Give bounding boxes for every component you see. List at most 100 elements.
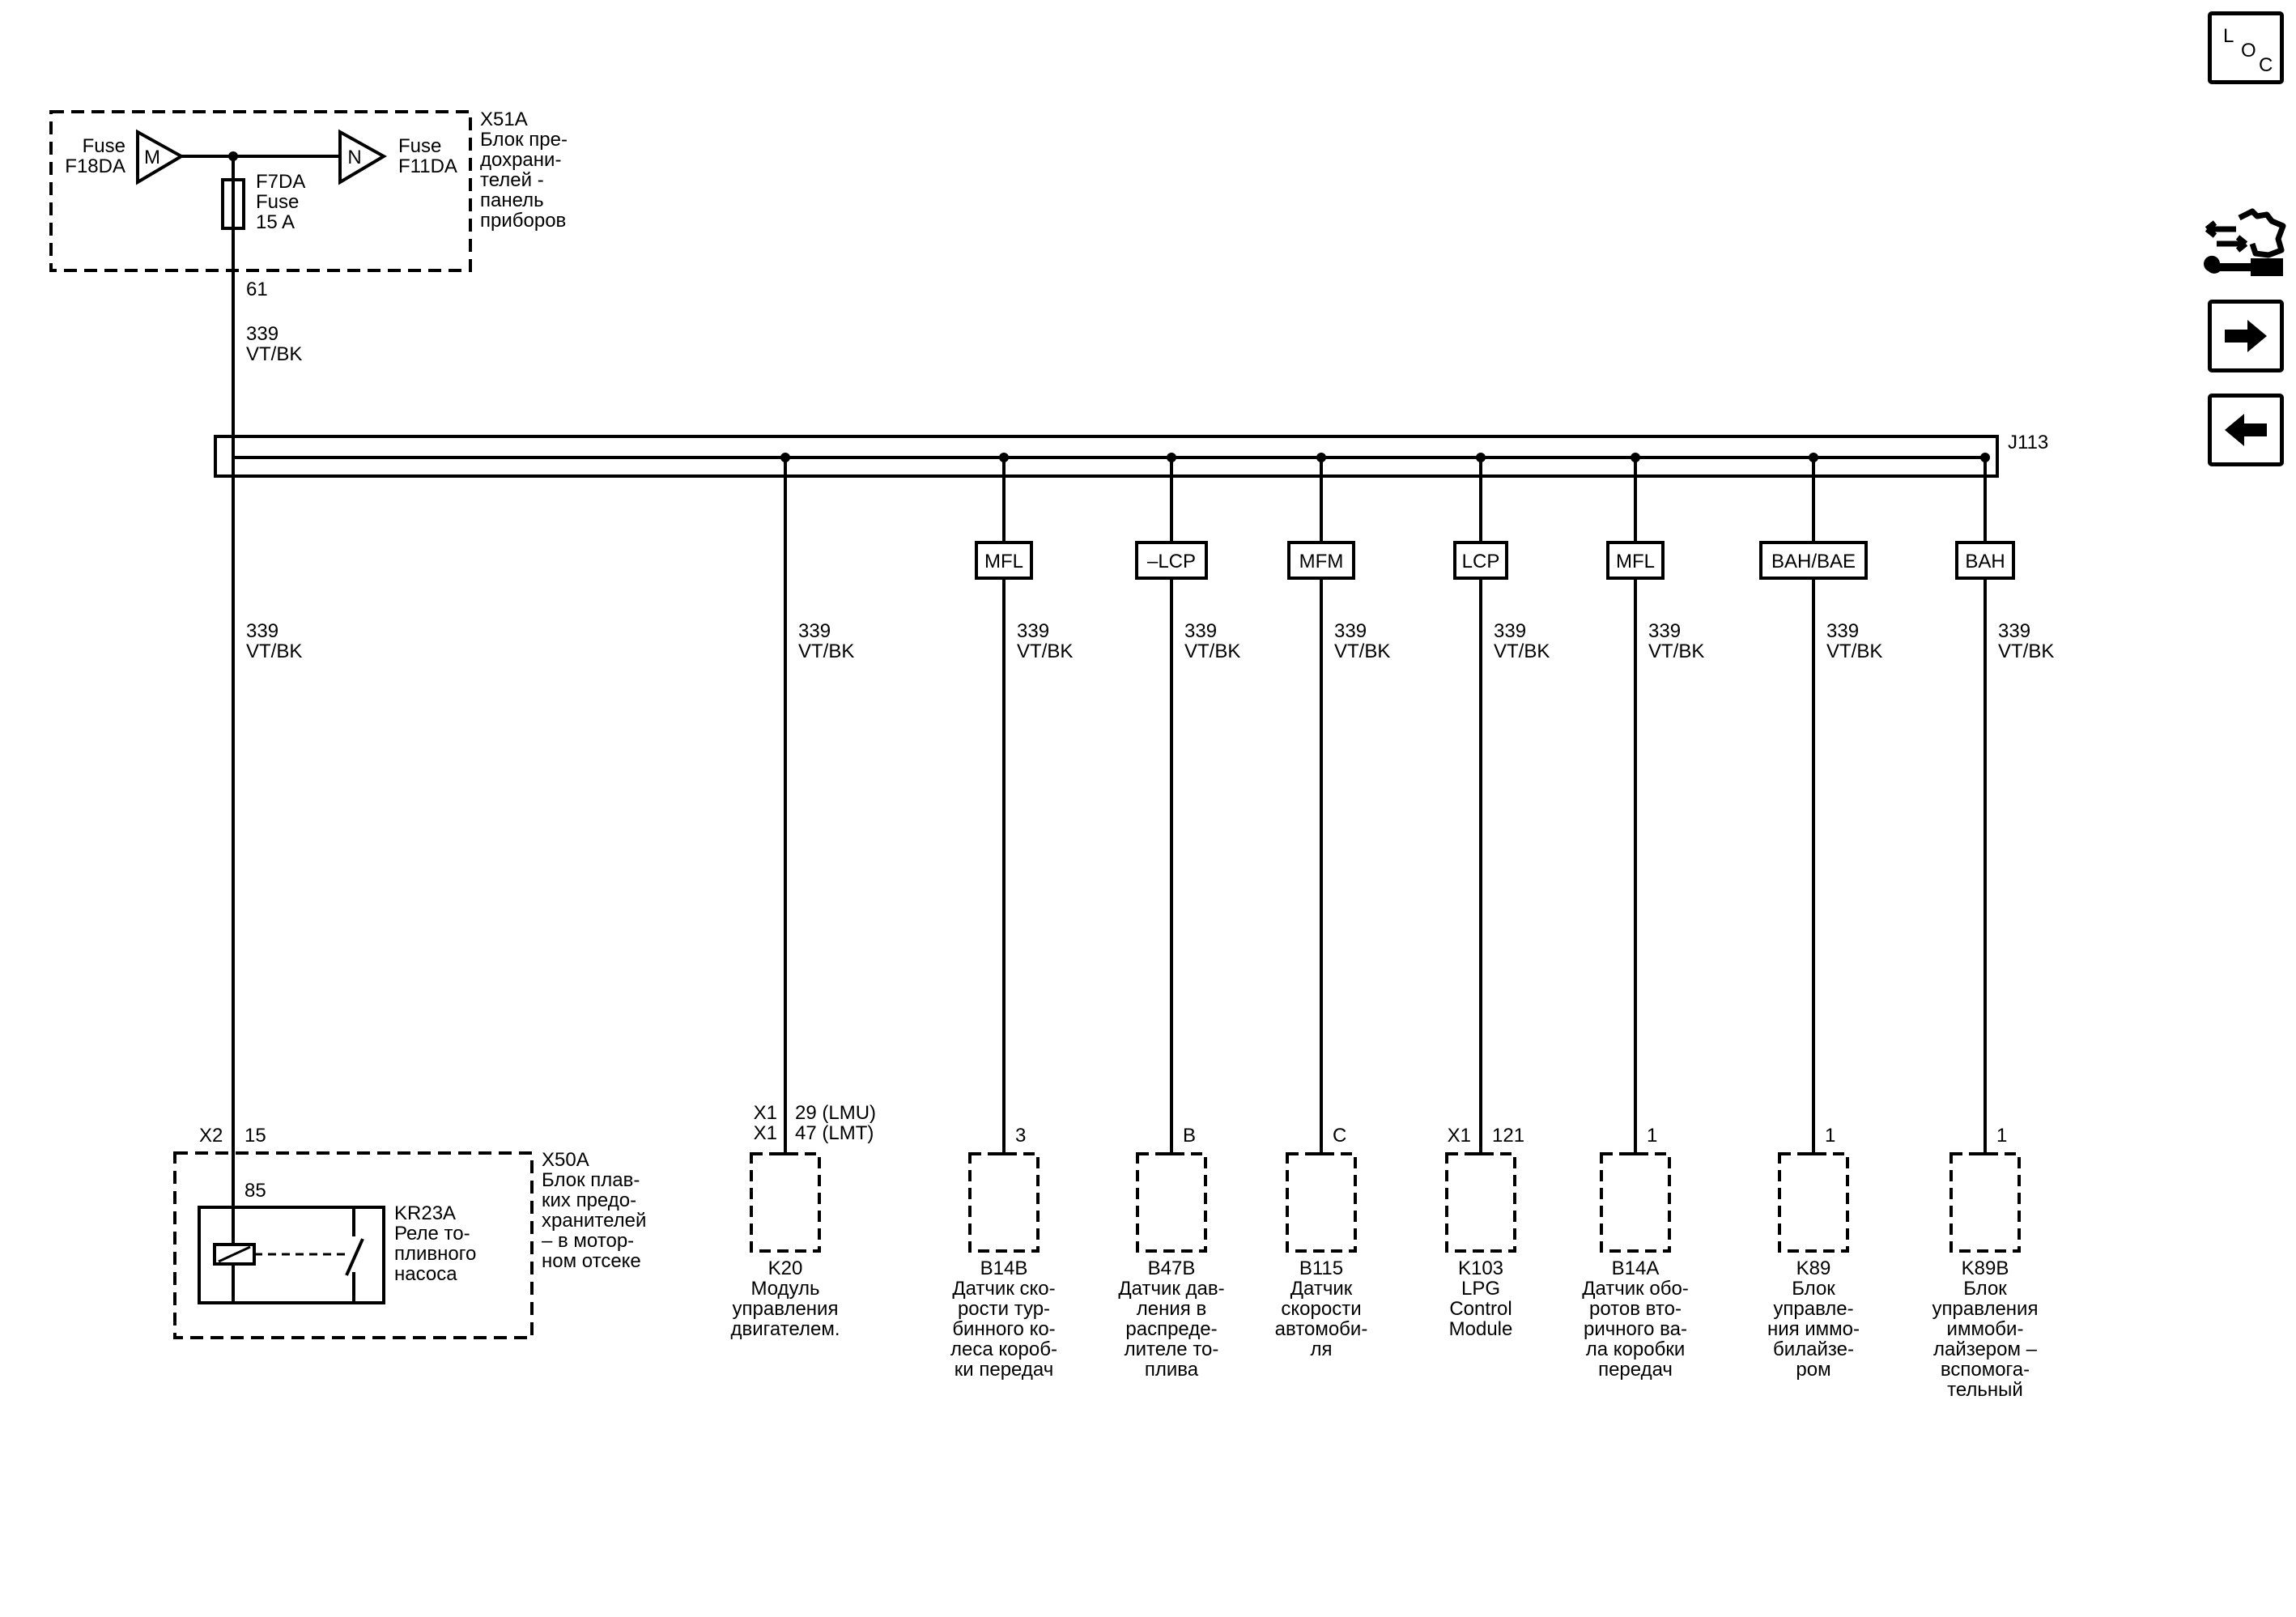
relay-desc-3: насоса bbox=[394, 1263, 457, 1285]
fuse-block-outline bbox=[49, 110, 472, 272]
component-id: K20 bbox=[768, 1257, 803, 1279]
component-desc-line: вспомога- bbox=[1941, 1359, 2030, 1381]
branch-color: VT/BK bbox=[1184, 640, 1240, 662]
component-desc-line: скорости bbox=[1281, 1298, 1361, 1320]
k20-pin-label-2: X1 bbox=[754, 1122, 777, 1144]
branch-circuit: 339 bbox=[1494, 620, 1526, 642]
component-desc-line: Блок bbox=[1963, 1278, 2007, 1300]
relay-block-desc-3: хранителей bbox=[542, 1210, 646, 1232]
branch-color: VT/BK bbox=[246, 640, 302, 662]
arrow-right-icon bbox=[2225, 320, 2267, 352]
component-desc-line: передач bbox=[1598, 1359, 1673, 1381]
location-button[interactable]: L O C bbox=[2208, 11, 2284, 84]
fuse-block-desc-5: приборов bbox=[480, 210, 566, 232]
right-fuse-label-2: F11DA bbox=[398, 155, 457, 177]
component-outline bbox=[1136, 1152, 1207, 1253]
fuse-f7da-label-3: 15 A bbox=[256, 211, 295, 233]
component-id: K103 bbox=[1458, 1257, 1503, 1279]
branch-circuit: 339 bbox=[1648, 620, 1681, 642]
branch-pin: C bbox=[1333, 1125, 1346, 1147]
branch-circuit: 339 bbox=[1826, 620, 1859, 642]
branch-color: VT/BK bbox=[798, 640, 854, 662]
component-desc-line: Датчик ско- bbox=[952, 1278, 1055, 1300]
repair-info-icon[interactable] bbox=[2204, 206, 2288, 287]
component-desc-line: ния иммо- bbox=[1767, 1318, 1860, 1340]
relay-connector-label: X2 bbox=[199, 1125, 223, 1147]
relay-desc-2: пливного bbox=[394, 1243, 476, 1265]
bus-connector-m-letter: M bbox=[144, 147, 160, 168]
forward-button[interactable] bbox=[2208, 300, 2284, 372]
fuse-block-desc-1: Блок пре- bbox=[480, 129, 568, 151]
component-id: B14B bbox=[980, 1257, 1028, 1279]
fuse-block-pin: 61 bbox=[246, 279, 268, 300]
branch-color: VT/BK bbox=[1494, 640, 1550, 662]
bus-connector-n-letter: N bbox=[347, 147, 361, 168]
fuse-block-desc-2: дохрани- bbox=[480, 149, 561, 171]
component-desc-line: лителе то- bbox=[1125, 1338, 1219, 1360]
loc-letter-l: L bbox=[2223, 25, 2234, 47]
k20-pin-value-2: 47 (LMT) bbox=[795, 1122, 874, 1144]
option-tag-label: –LCP bbox=[1147, 551, 1196, 572]
relay-kr23a-outline bbox=[198, 1206, 385, 1304]
branch-wires: 339VT/BK339VT/BKMFL339VT/BK3–LCP339VT/BK… bbox=[232, 453, 2054, 1303]
bus-connector-m-icon bbox=[136, 129, 185, 185]
component-desc-line: лайзером – bbox=[1933, 1338, 2038, 1360]
component-desc-line: управления bbox=[1932, 1298, 2039, 1320]
loc-letter-o: O bbox=[2241, 40, 2256, 62]
component-outline bbox=[1600, 1152, 1671, 1253]
component-desc-line: Датчик bbox=[1290, 1278, 1353, 1300]
option-tag-label: MFL bbox=[1616, 551, 1655, 572]
option-tag-label: LCP bbox=[1462, 551, 1500, 572]
k20-pin-value-1: 29 (LMU) bbox=[795, 1102, 876, 1124]
component-desc-line: плива bbox=[1145, 1359, 1199, 1381]
branch-circuit: 339 bbox=[246, 620, 278, 642]
component-desc-line: распреде- bbox=[1125, 1318, 1217, 1340]
option-tag-label: MFM bbox=[1299, 551, 1344, 572]
component-desc-line: иммоби- bbox=[1947, 1318, 2024, 1340]
component-desc-line: ричного ва- bbox=[1584, 1318, 1687, 1340]
relay-block-id: X50A bbox=[542, 1149, 589, 1171]
back-button[interactable] bbox=[2208, 394, 2284, 466]
component-desc-line: тельный bbox=[1947, 1379, 2023, 1401]
component-desc-line: рости тур- bbox=[958, 1298, 1050, 1320]
relay-pin-label: 85 bbox=[244, 1180, 266, 1202]
relay-desc-1: Реле то- bbox=[394, 1223, 470, 1245]
splice-pack-j113: J113 bbox=[214, 432, 2048, 478]
component-desc-line: LPG bbox=[1461, 1278, 1500, 1300]
fuse-f7da-label-2: Fuse bbox=[256, 191, 299, 213]
option-tag-box bbox=[1287, 541, 1355, 580]
option-tag-label: BAH/BAE bbox=[1771, 551, 1856, 572]
component-id: B47B bbox=[1148, 1257, 1196, 1279]
left-fuse-label-1: Fuse bbox=[83, 135, 125, 157]
component-outline bbox=[1949, 1152, 2021, 1253]
branch-circuit: 339 bbox=[1998, 620, 2030, 642]
arrow-left-icon bbox=[2225, 414, 2267, 446]
component-desc-line: ром bbox=[1796, 1359, 1830, 1381]
component-desc-line: Датчик дав- bbox=[1118, 1278, 1224, 1300]
splice-pack-outline bbox=[214, 435, 1999, 478]
fuse-block-connector: X51A bbox=[480, 109, 528, 130]
relay-block-desc-1: Блок плав- bbox=[542, 1169, 640, 1191]
relay-coil-diagonal bbox=[218, 1245, 251, 1263]
branch-circuit: 339 bbox=[1184, 620, 1217, 642]
component-desc-line: управления bbox=[733, 1298, 839, 1320]
component-desc-line: Модуль bbox=[750, 1278, 819, 1300]
component-desc-line: Датчик обо- bbox=[1582, 1278, 1689, 1300]
component-desc-line: ля bbox=[1311, 1338, 1333, 1360]
branch-circuit: 339 bbox=[1017, 620, 1049, 642]
component-desc-line: ки передач bbox=[955, 1359, 1053, 1381]
top-wire-circuit: 339 bbox=[246, 323, 278, 345]
